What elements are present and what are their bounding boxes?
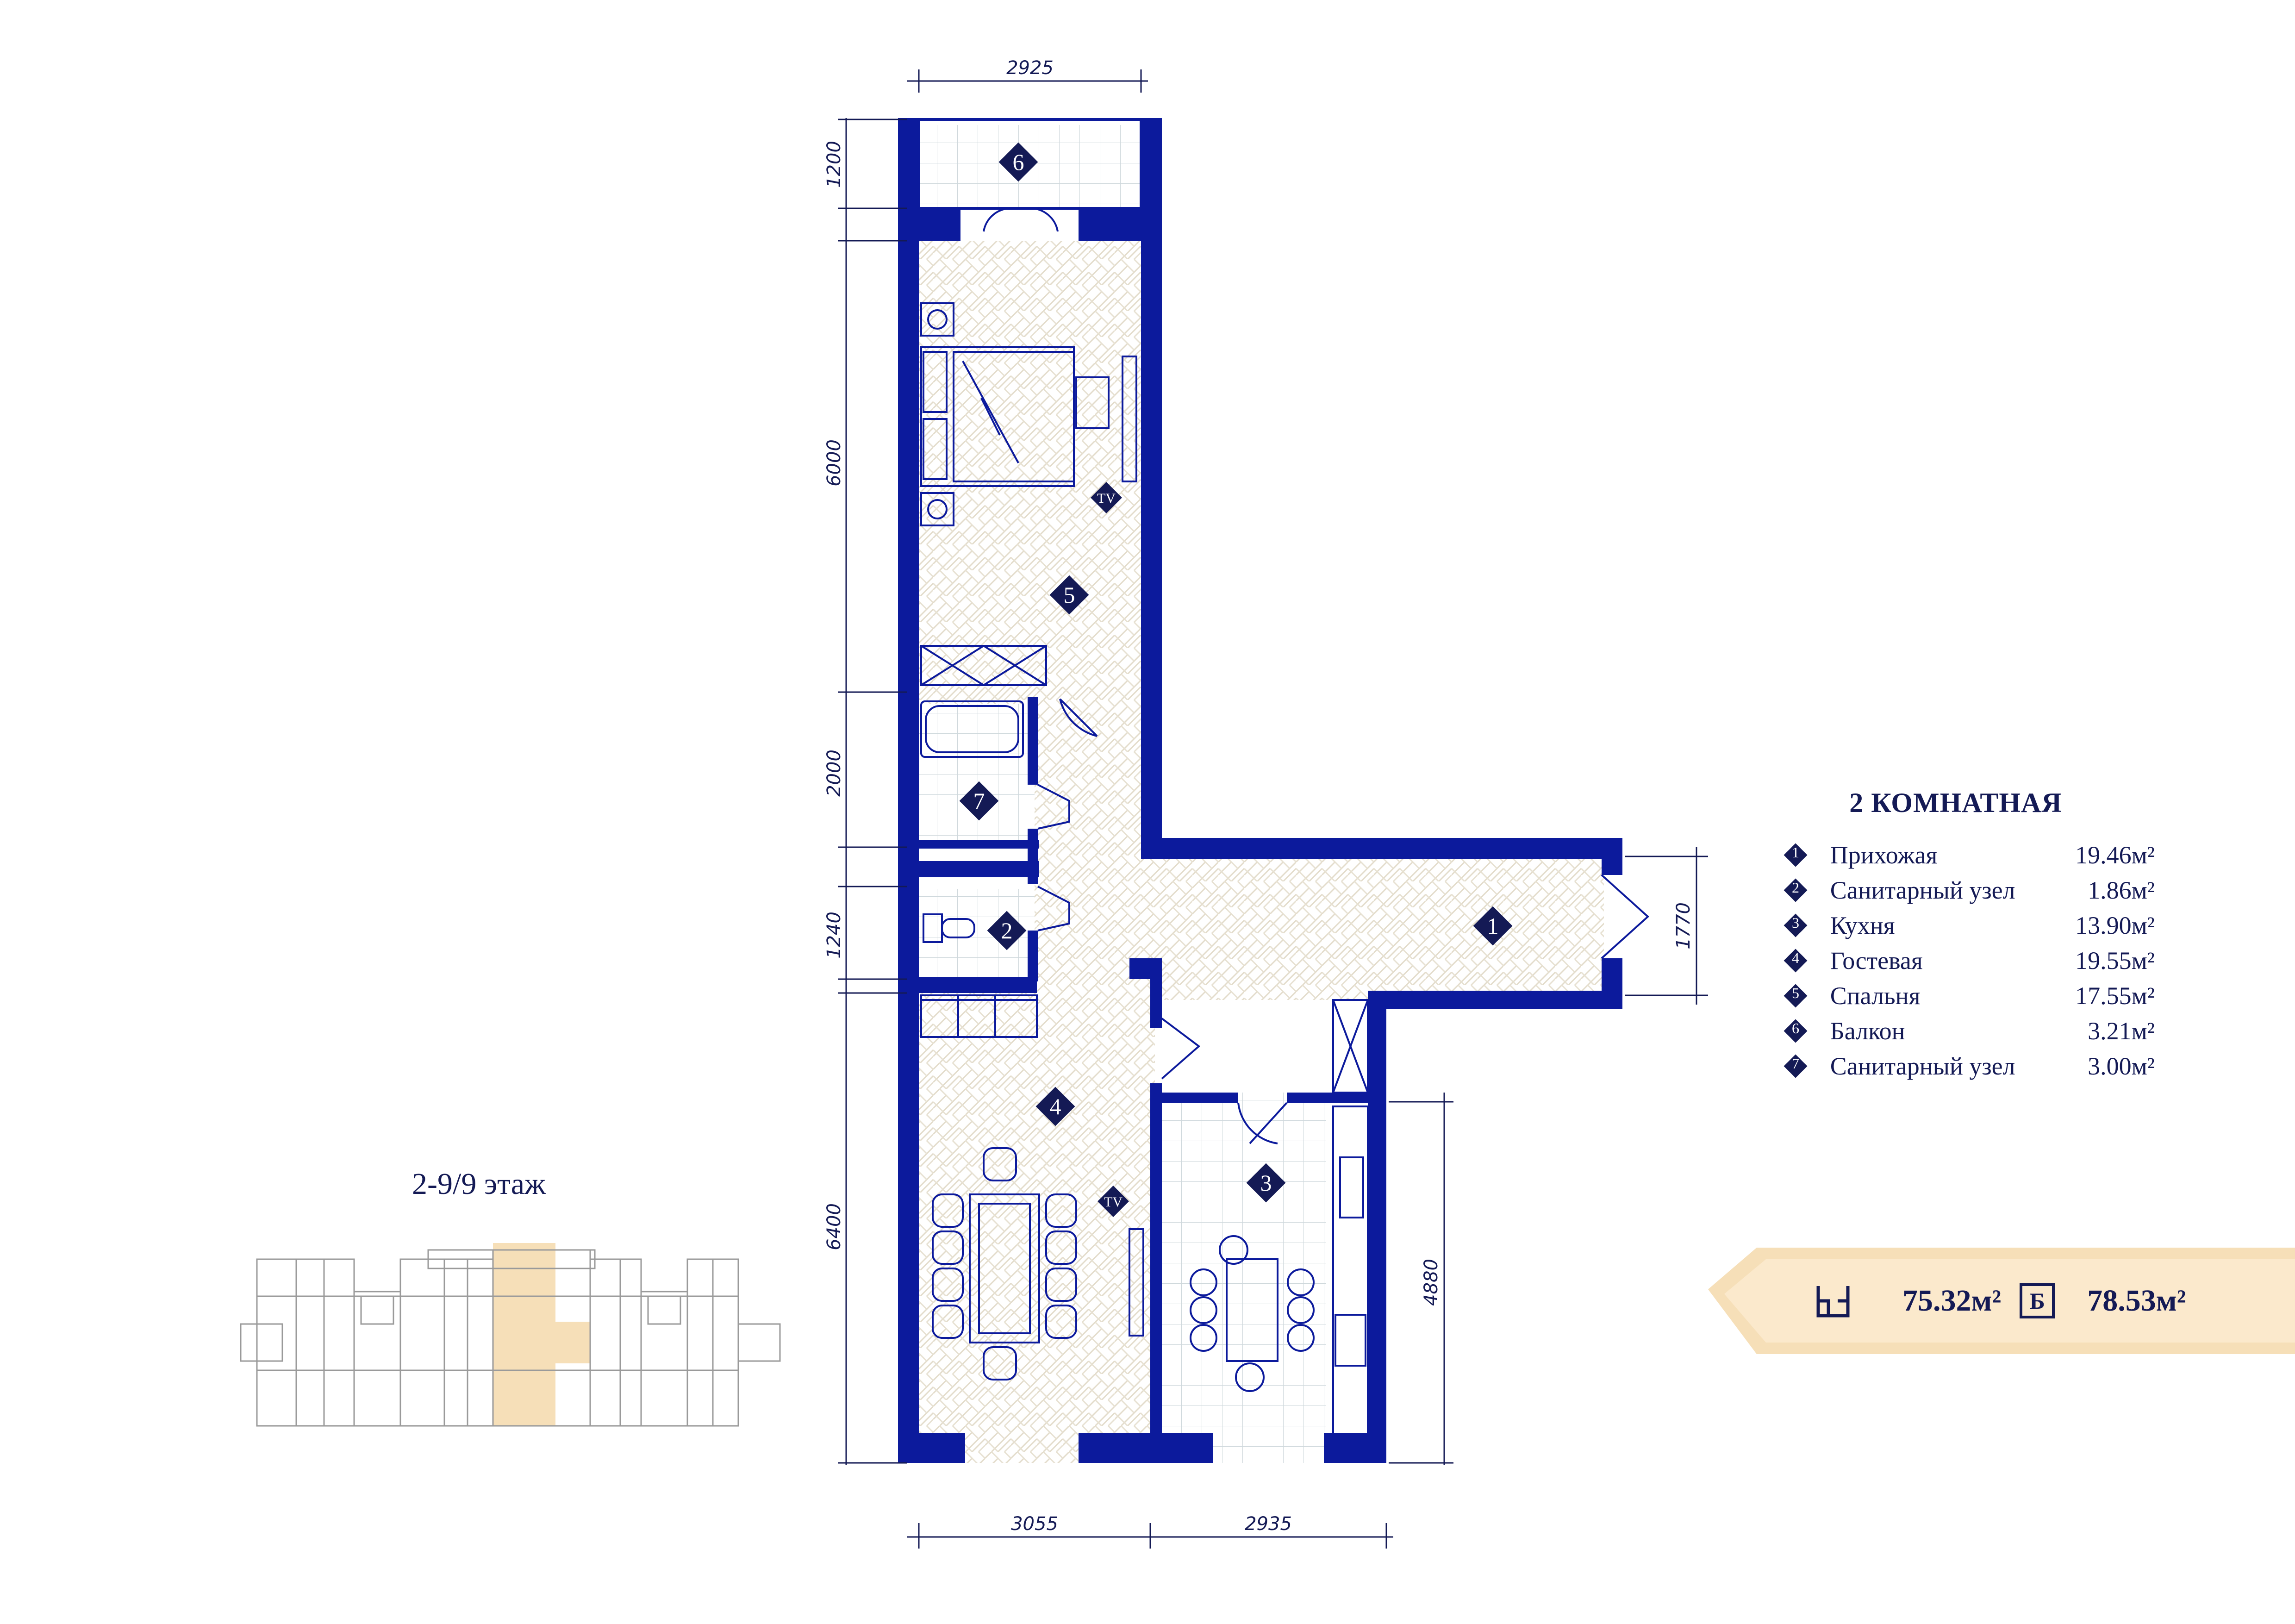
shaft: [1332, 999, 1369, 1093]
room-area: 3.00м²: [2088, 1052, 2155, 1080]
total-area-badge: Б: [2020, 1283, 2055, 1318]
room-number-badge: 3: [1784, 908, 1808, 943]
svg-text:TV: TV: [1104, 1194, 1123, 1210]
room-area: 3.21м²: [2088, 1017, 2155, 1045]
svg-text:6: 6: [1013, 149, 1024, 175]
room-marker-5: 5: [1049, 575, 1089, 615]
walls: [898, 118, 1622, 1463]
svg-text:TV: TV: [1097, 491, 1116, 506]
legend-title: 2 КОМНАТНАЯ: [1849, 787, 2062, 818]
legend-item: 3 Кухня 13.90м²: [1784, 908, 2155, 943]
nightstand: [920, 302, 954, 337]
room-name: Прихожая: [1830, 841, 1938, 869]
svg-text:4: 4: [1050, 1093, 1061, 1119]
tv-marker-living: TV: [1098, 1186, 1129, 1217]
legend-item: 5 Спальня 17.55м²: [1784, 978, 2155, 1013]
room-area: 19.55м²: [2075, 947, 2155, 974]
furniture: [920, 207, 1649, 1445]
legend-item: 2 Санитарный узел 1.86м²: [1784, 873, 2155, 908]
legend-item: 7 Санитарный узел 3.00м²: [1784, 1049, 2155, 1084]
room-number-badge: 6: [1784, 1013, 1808, 1049]
dining-table: [969, 1193, 1040, 1343]
svg-text:2: 2: [1001, 918, 1013, 943]
nightstand: [920, 492, 954, 526]
dim-bath-length: 2000: [823, 750, 845, 797]
room-markers: 1 2 3 4 5 6 7 TV: [959, 142, 1513, 1217]
dimension-lines: [838, 69, 1708, 1549]
room-number-badge: 4: [1784, 943, 1808, 978]
floor-fills: [919, 125, 1604, 1463]
kitchen-counter: [1332, 1106, 1369, 1445]
room-area: 19.46м²: [2075, 841, 2155, 869]
room-marker-3: 3: [1246, 1163, 1286, 1203]
banner-shape: [1708, 1248, 2295, 1354]
room-name: Спальня: [1830, 982, 1921, 1010]
room-name: Кухня: [1830, 912, 1895, 939]
armchair: [1075, 376, 1110, 429]
tv-marker-bedroom: TV: [1091, 482, 1122, 513]
apartment-plan-icon: [1816, 1286, 1850, 1318]
room-legend: 2 КОМНАТНАЯ 1 Прихожая 19.46м² 2 Санитар…: [1784, 787, 2155, 1084]
room-marker-1: 1: [1473, 906, 1513, 946]
room-name: Санитарный узел: [1830, 1052, 2015, 1080]
room-number-badge: 7: [1784, 1049, 1808, 1084]
dim-living-width: 3055: [1011, 1513, 1058, 1535]
room-name: Гостевая: [1830, 947, 1923, 974]
total-area-value: 78.53м²: [2087, 1284, 2186, 1318]
building-key-plan: [240, 1243, 781, 1427]
svg-text:7: 7: [973, 788, 985, 814]
bathtub: [920, 700, 1024, 758]
area-banner: 75.32м² Б 78.53м²: [1708, 1248, 2295, 1354]
dimension-labels: 2925 1200 6000 2000 1240 6400 1770 4880 …: [823, 57, 1694, 1535]
dim-entry-door: 1770: [1673, 902, 1694, 949]
svg-text:3: 3: [1260, 1170, 1272, 1196]
dim-kitchen-width: 2935: [1245, 1513, 1292, 1535]
room-marker-7: 7: [959, 781, 999, 821]
tv-stand: [1122, 356, 1137, 482]
sideboard: [920, 994, 1038, 1038]
kitchen-table: [1226, 1258, 1278, 1362]
legend-item: 4 Гостевая 19.55м²: [1784, 943, 2155, 978]
floor-label: 2-9/9 этаж: [412, 1167, 546, 1201]
dim-living-length: 6400: [823, 1203, 845, 1250]
tv-stand: [1129, 1228, 1144, 1337]
dim-kitchen-length: 4880: [1421, 1259, 1442, 1306]
room-area: 17.55м²: [2075, 982, 2155, 1010]
room-name: Санитарный узел: [1830, 876, 2015, 904]
room-marker-2: 2: [987, 911, 1027, 950]
area-totals: 75.32м² Б 78.53м²: [1815, 1248, 2186, 1354]
living-area-value: 75.32м²: [1902, 1284, 2002, 1318]
room-area: 13.90м²: [2075, 912, 2155, 939]
dim-wc-length: 1240: [823, 912, 845, 959]
svg-text:5: 5: [1064, 582, 1075, 608]
room-name: Балкон: [1830, 1017, 1905, 1045]
room-number-badge: 1: [1784, 837, 1808, 873]
room-number-badge: 2: [1784, 873, 1808, 908]
dim-balcony-depth: 1200: [823, 141, 845, 188]
room-marker-4: 4: [1035, 1087, 1075, 1126]
legend-item: 6 Балкон 3.21м²: [1784, 1013, 2155, 1049]
room-number-badge: 5: [1784, 978, 1808, 1013]
room-area: 1.86м²: [2088, 876, 2155, 904]
svg-text:1: 1: [1487, 913, 1499, 939]
legend-item: 1 Прихожая 19.46м²: [1784, 837, 2155, 873]
dim-bedroom-length: 6000: [823, 439, 845, 487]
room-marker-6: 6: [998, 142, 1038, 182]
dim-top-width: 2925: [1006, 57, 1054, 79]
